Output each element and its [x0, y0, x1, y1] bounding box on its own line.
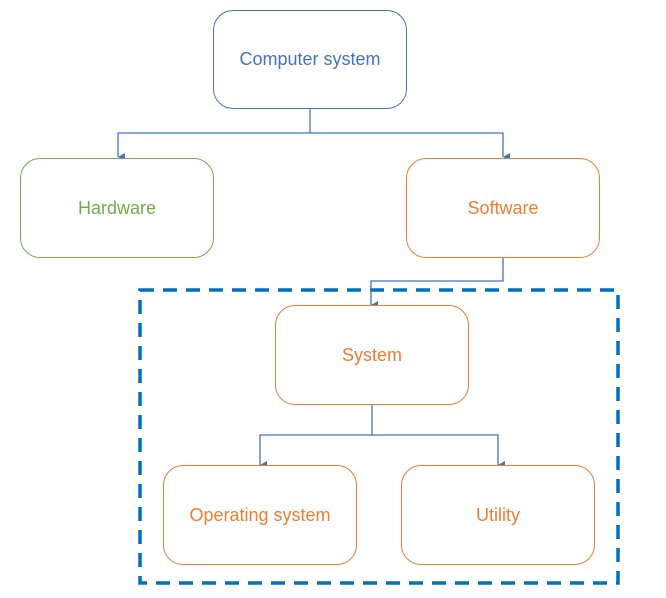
node-label: System: [341, 344, 402, 365]
edge-root-to-software: [310, 132, 510, 161]
node-computer-system[interactable]: Computer system: [213, 10, 407, 109]
edge-system-to-utility: [372, 434, 505, 469]
node-label: Operating system: [189, 504, 331, 525]
node-label: Computer system: [239, 49, 381, 69]
node-utility[interactable]: Utility: [401, 465, 595, 565]
edge-system-to-os: [259, 404, 373, 469]
edge-software-to-system: [370, 257, 504, 309]
system-group-dashed-border: [138, 288, 620, 585]
node-software[interactable]: Software: [406, 158, 600, 258]
node-label: Hardware: [77, 197, 157, 218]
edge-root-to-hardware: [117, 108, 311, 161]
node-label: Utility: [476, 504, 520, 525]
node-system[interactable]: System: [275, 305, 469, 405]
node-hardware[interactable]: Hardware: [20, 158, 214, 258]
node-label: Software: [467, 197, 539, 218]
node-operating-system[interactable]: Operating system: [163, 465, 357, 565]
